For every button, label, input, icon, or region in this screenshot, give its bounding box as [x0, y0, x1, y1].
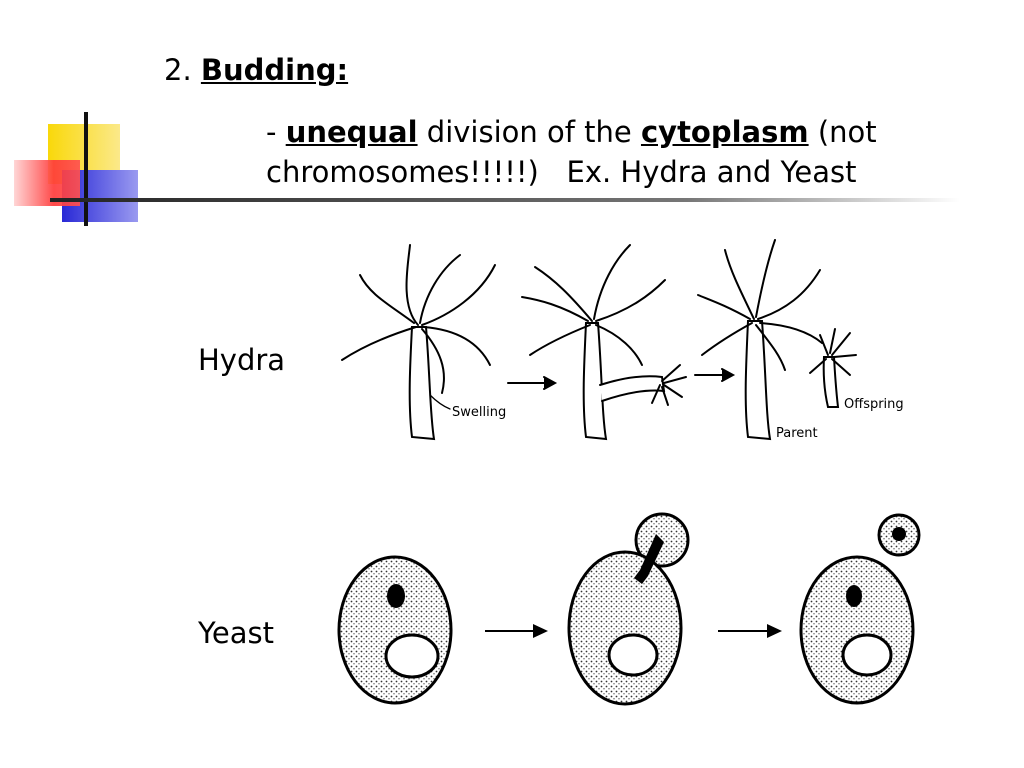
yeast3-cell: [799, 555, 915, 705]
hydra1-tentacle: [423, 326, 491, 366]
heading-term: Budding:: [200, 53, 349, 87]
bullet-text: - unequal division of the cytoplasm (not…: [266, 112, 956, 192]
hydra3-tentacle: [755, 239, 776, 318]
yeast2-vacuole: [607, 633, 659, 677]
offspring-tentacle: [833, 354, 857, 358]
hydra3-tentacle: [697, 294, 751, 320]
hydra1-body: [408, 326, 436, 441]
parent-annotation: Parent: [776, 426, 818, 441]
hydra1-tentacle: [421, 328, 445, 394]
hydra2-bud-tentacle: [661, 386, 669, 406]
hydra2-bud-tentacle: [651, 384, 661, 404]
yeast1-cell: [337, 555, 453, 705]
yeast2-cell: [567, 550, 683, 706]
offspring-tentacle: [809, 358, 827, 374]
yeast-stage-3: [799, 513, 921, 705]
hydra3-tentacle: [724, 249, 755, 320]
hydra-offspring: [809, 328, 857, 408]
hydra-stage-1: [341, 244, 496, 441]
yeast2-dividing-nucleus: [634, 534, 664, 584]
hydra2-bud-tentacle: [663, 376, 687, 384]
hydra-stage-2: [521, 244, 687, 441]
hydra2-tentacle: [593, 244, 631, 320]
hydra2-tentacle: [595, 324, 643, 366]
hydra-stage-3: [697, 239, 823, 441]
swelling-annotation: Swelling: [452, 405, 506, 420]
hydra3-tentacle: [701, 322, 753, 356]
yeast-stage-2: [567, 512, 690, 706]
hydra2-bud-tentacle: [661, 364, 681, 382]
hydra-arrow-2: [694, 368, 736, 382]
yeast-arrow-2: [718, 624, 782, 638]
hydra1-tentacle: [359, 274, 415, 324]
hydra1-tentacle: [405, 244, 419, 326]
offspring-tentacle: [831, 358, 851, 376]
yeast3-vacuole: [841, 633, 893, 677]
heading-number: 2.: [164, 53, 192, 87]
bullet-text-1: division of the: [426, 115, 632, 149]
hydra3-tentacle: [759, 322, 823, 344]
hydra-arrow-1: [507, 376, 558, 390]
bullet-text-2: (not chromosomes!!!!!): [266, 115, 877, 189]
bullet-dash: -: [266, 115, 277, 149]
yeast3-nucleus: [846, 585, 862, 607]
offspring-tentacle: [831, 332, 851, 356]
hydra1-tentacle: [419, 254, 461, 324]
hydra3-tentacle: [757, 269, 821, 320]
hydra2-tentacle: [595, 279, 666, 322]
hydra2-body: [582, 322, 608, 441]
bullet-example: Ex. Hydra and Yeast: [566, 155, 857, 189]
hydra2-tentacle: [529, 324, 591, 356]
slide-heading: 2. Budding:: [164, 50, 348, 90]
hydra1-tentacle: [341, 326, 417, 361]
term-unequal: unequal: [285, 115, 418, 149]
yeast1-nucleus: [387, 584, 405, 608]
hydra2-bud-tentacle: [663, 384, 683, 398]
term-cytoplasm: cytoplasm: [640, 115, 809, 149]
slide-decoration: [14, 112, 960, 226]
offspring-body: [822, 356, 840, 408]
offspring-annotation: Offspring: [844, 397, 904, 412]
hydra2-tentacle: [521, 296, 589, 322]
hydra-label: Hydra: [198, 343, 286, 377]
yeast-stage-1: [337, 555, 453, 705]
hydra1-swelling-pointer: [429, 394, 451, 410]
yeast-budding-diagram: [337, 512, 921, 706]
deco-horizontal-rule: [50, 198, 960, 202]
offspring-tentacle: [829, 328, 836, 354]
hydra2-tentacle: [534, 266, 593, 322]
yeast1-vacuole: [384, 633, 440, 679]
yeast-arrow-1: [485, 624, 548, 638]
hydra3-tentacle: [755, 324, 786, 371]
yeast-offspring-nucleus: [892, 527, 906, 541]
yeast-label: Yeast: [198, 616, 274, 650]
hydra3-body: [744, 320, 772, 441]
deco-vertical-line: [84, 112, 88, 226]
offspring-tentacle: [819, 334, 829, 356]
hydra-budding-diagram: Swelling Parent Offspring: [341, 239, 904, 441]
hydra1-tentacle: [421, 264, 496, 326]
hydra2-bud: [599, 375, 666, 402]
